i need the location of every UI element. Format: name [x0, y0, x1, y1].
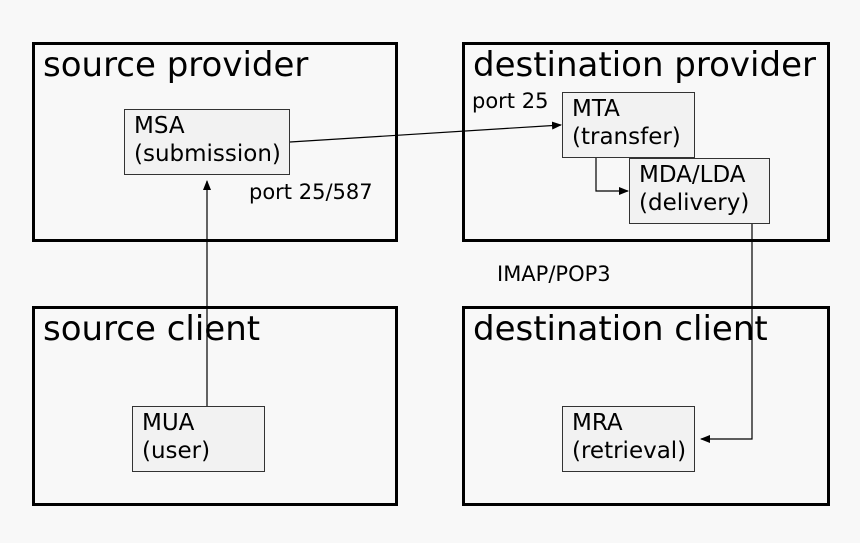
- mra-name: MRA: [572, 410, 623, 436]
- source-client-title: source client: [43, 309, 261, 349]
- msa-box: MSA (submission): [124, 109, 290, 175]
- source-client-region: source client: [32, 306, 398, 506]
- msa-role: (submission): [134, 141, 281, 167]
- mda-box: MDA/LDA (delivery): [629, 158, 770, 224]
- mta-box: MTA (transfer): [562, 92, 695, 158]
- port-25-587-label: port 25/587: [249, 180, 373, 204]
- mta-role: (transfer): [572, 124, 681, 150]
- mua-role: (user): [142, 438, 211, 464]
- mra-box: MRA (retrieval): [562, 406, 695, 472]
- destination-client-title: destination client: [473, 309, 768, 349]
- imap-pop3-label: IMAP/POP3: [497, 262, 611, 286]
- source-provider-region: source provider: [32, 42, 398, 242]
- mda-role: (delivery): [639, 190, 750, 216]
- port-25-label: port 25: [472, 89, 549, 113]
- mua-name: MUA: [142, 410, 195, 436]
- mra-role: (retrieval): [572, 438, 687, 464]
- msa-name: MSA: [134, 113, 185, 139]
- source-provider-title: source provider: [43, 45, 309, 85]
- mta-name: MTA: [572, 96, 620, 122]
- mua-box: MUA (user): [132, 406, 265, 472]
- mda-name: MDA/LDA: [639, 162, 746, 188]
- destination-provider-title: destination provider: [473, 45, 816, 85]
